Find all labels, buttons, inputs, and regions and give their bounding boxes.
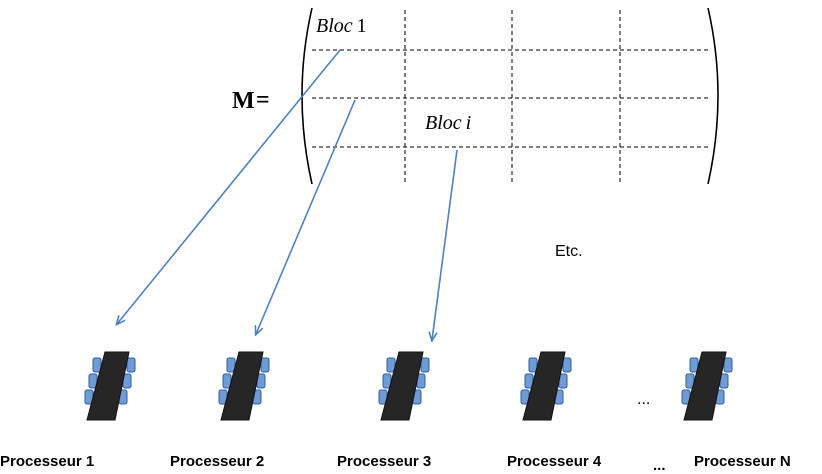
chip-pins-icon [378, 357, 430, 405]
processor-label-2: Processeur 2 [170, 453, 264, 470]
chip-body-icon [220, 351, 264, 421]
matrix-symbol: M [232, 88, 255, 114]
chip-body-icon [522, 351, 566, 421]
arrow-blocki-to-proc3 [432, 149, 458, 340]
labels-ellipsis: ... [653, 457, 666, 474]
processor-chip-3 [378, 351, 430, 421]
matrix-equals: = [256, 87, 270, 113]
chip-pins-icon [84, 357, 136, 405]
chip-pins-icon [520, 357, 572, 405]
arrow-block1-to-proc1 [117, 49, 341, 324]
processor-chip-4 [520, 351, 572, 421]
processor-row [84, 351, 733, 421]
processor-chip-2 [218, 351, 270, 421]
processor-label-4: Processeur 4 [507, 453, 602, 470]
matrix-grid [312, 10, 710, 182]
chip-body-icon [683, 351, 727, 421]
chip-body-icon [86, 351, 130, 421]
processor-labels: Processeur 1 Processeur 2 Processeur 3 P… [0, 453, 791, 474]
right-parenthesis [707, 7, 719, 185]
processor-chip-1 [84, 351, 136, 421]
processor-label-n: Processeur N [694, 453, 791, 470]
chip-pins-icon [218, 357, 270, 405]
arrow-block2-to-proc2 [256, 99, 356, 334]
processor-chip-n [681, 351, 733, 421]
chip-body-icon [380, 351, 424, 421]
distribution-arrows [117, 49, 458, 340]
etc-label: Etc. [555, 243, 583, 260]
processor-label-3: Processeur 3 [337, 453, 431, 470]
processor-label-1: Processeur 1 [0, 453, 94, 470]
processor-ellipsis: ... [637, 391, 650, 408]
